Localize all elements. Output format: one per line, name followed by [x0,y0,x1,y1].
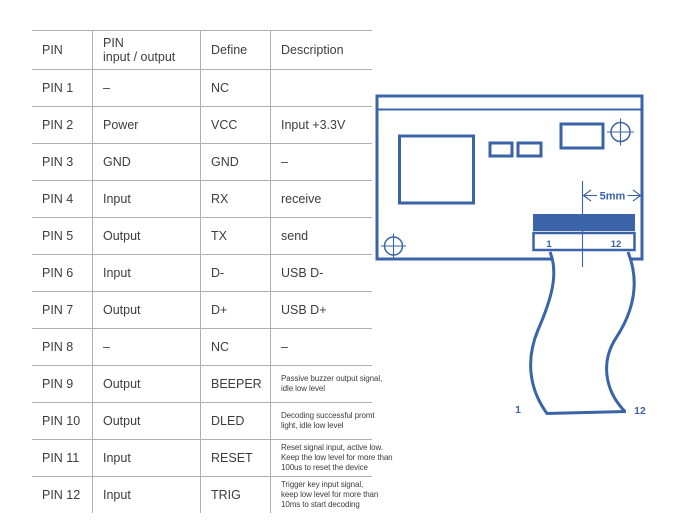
io-cell: – [93,70,201,106]
header-define: Define [201,31,271,69]
define-cell: NC [201,70,271,106]
table-row: PIN 5 Output TX send [32,218,372,255]
ribbon-cable [531,248,635,414]
table-row: PIN 10 Output DLED Decoding successful p… [32,403,375,440]
cable-pin1-label: 1 [515,404,521,416]
board-outline [375,94,644,261]
mount-hole-icon [607,118,634,146]
pin-cell: PIN 5 [32,218,93,254]
pin-cell: PIN 4 [32,181,93,217]
table-row: PIN 6 Input D- USB D- [32,255,372,292]
pin-cell: PIN 1 [32,70,93,106]
define-cell: TRIG [201,477,271,513]
define-cell: RESET [201,440,271,476]
connector-pin12-label: 12 [611,239,622,250]
connector-pin1-label: 1 [546,239,552,250]
table-row: PIN 1 – NC [32,70,372,107]
io-cell: Input [93,255,201,291]
cable-right-edge [605,251,636,413]
define-cell: TX [201,218,271,254]
board-diagram: 1 12 5mm 1 12 [375,94,646,417]
io-cell: Output [93,403,201,439]
table-row: PIN 11 Input RESET Reset signal input, a… [32,440,393,477]
io-cell: – [93,329,201,365]
pin-cell: PIN 3 [32,144,93,180]
dimension-label: 5mm [600,191,626,203]
pin-cell: PIN 2 [32,107,93,143]
pin-cell: PIN 6 [32,255,93,291]
header-description: Description [281,43,344,57]
table-row: PIN 4 Input RX receive [32,181,372,218]
pin-cell: PIN 12 [32,477,93,513]
define-cell: D- [201,255,271,291]
desc-cell: – [281,155,288,169]
desc-cell: USB D- [281,266,324,280]
mount-hole-icon [381,233,406,259]
table-row: PIN 12 Input TRIG Trigger key input sign… [32,477,379,513]
io-cell: Output [93,292,201,328]
define-cell: VCC [201,107,271,143]
pin-cell: PIN 11 [32,440,93,476]
io-cell: Input [93,477,201,513]
define-cell: D+ [201,292,271,328]
desc-cell [271,70,372,106]
connector-bar [533,214,635,231]
pin-cell: PIN 9 [32,366,93,402]
cable-left-edge [529,251,556,415]
io-cell: Power [93,107,201,143]
cable-pin12-label: 12 [634,405,646,417]
io-cell: Input [93,440,201,476]
desc-cell: Decoding successful promt light, idle lo… [281,411,375,430]
desc-cell: – [281,340,288,354]
desc-cell: Trigger key input signal, keep low level… [281,480,379,509]
pin-cell: PIN 8 [32,329,93,365]
component-top-right [559,122,605,150]
pin-cell: PIN 10 [32,403,93,439]
table-row: PIN 3 GND GND – [32,144,372,181]
define-cell: NC [201,329,271,365]
io-cell: GND [93,144,201,180]
define-cell: RX [201,181,271,217]
header-io: PIN input / output [93,31,201,69]
define-cell: DLED [201,403,271,439]
table-header-row: PIN PIN input / output Define Descriptio… [32,31,372,70]
io-cell: Output [93,218,201,254]
dimension-arrow-icon [582,189,642,202]
small-component-left [488,141,514,158]
desc-cell: Reset signal input, active low. Keep the… [281,443,393,472]
desc-cell: receive [281,192,322,206]
define-cell: GND [201,144,271,180]
small-component-right [516,141,543,158]
define-cell: BEEPER [201,366,271,402]
pin-cell: PIN 7 [32,292,93,328]
table-row: PIN 8 – NC – [32,329,372,366]
desc-cell: USB D+ [281,303,327,317]
pin-table: PIN PIN input / output Define Descriptio… [32,30,393,513]
connector-body [532,231,636,252]
io-cell: Output [93,366,201,402]
desc-cell: send [281,229,309,243]
cable-bottom-edge [545,410,627,415]
table-row: PIN 7 Output D+ USB D+ [32,292,372,329]
desc-cell: Passive buzzer output signal, idle low l… [281,374,383,393]
scanner-window [398,134,475,205]
header-pin: PIN [32,31,93,69]
desc-cell: Input +3.3V [281,118,346,132]
table-row: PIN 2 Power VCC Input +3.3V [32,107,372,144]
table-row: PIN 9 Output BEEPER Passive buzzer outpu… [32,366,383,403]
io-cell: Input [93,181,201,217]
